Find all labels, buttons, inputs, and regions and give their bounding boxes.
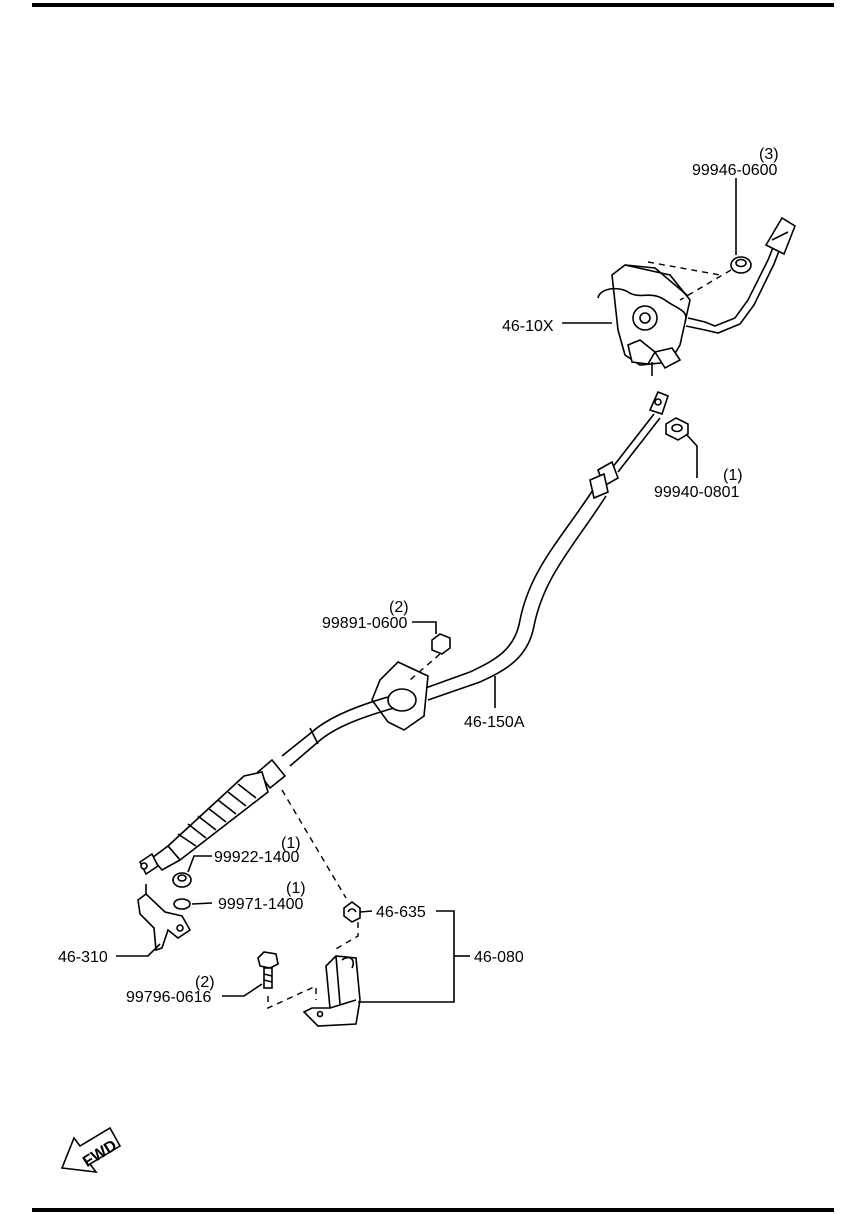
bolt-label: 99796-0616 (126, 989, 212, 1006)
cable-nut-qty: (1) (723, 467, 743, 484)
grommet-nut-qty: (2) (389, 599, 409, 616)
shift-lever-assembly (597, 216, 796, 376)
shift-lever-label: 46-10X (502, 318, 554, 335)
lever-bracket-label: 46-310 (58, 949, 108, 966)
leader-lines (116, 178, 737, 1003)
bolt-qty: (2) (195, 974, 215, 991)
end-nut-qty: (1) (281, 835, 301, 852)
part-labels: (3) 99946-0600 46-10X (1) 99940-0801 (2)… (58, 146, 779, 1006)
grommet-nut-label: 99891-0600 (322, 615, 408, 632)
washer-label: 99971-1400 (218, 896, 304, 913)
bracket-assembly-label: 46-080 (474, 949, 524, 966)
fwd-arrow-icon: FWD (60, 1126, 122, 1174)
shift-lever-nut-label: 99946-0600 (692, 162, 778, 179)
end-nut-label: 99922-1400 (214, 849, 300, 866)
shift-cable (138, 390, 689, 876)
lower-hardware (137, 789, 361, 1027)
shift-cable-label: 46-150A (464, 714, 525, 731)
cable-nut-label: 99940-0801 (654, 484, 740, 501)
washer-qty: (1) (286, 880, 306, 897)
shift-lever-nut-qty: (3) (759, 146, 779, 163)
clip-label: 46-635 (376, 904, 426, 921)
